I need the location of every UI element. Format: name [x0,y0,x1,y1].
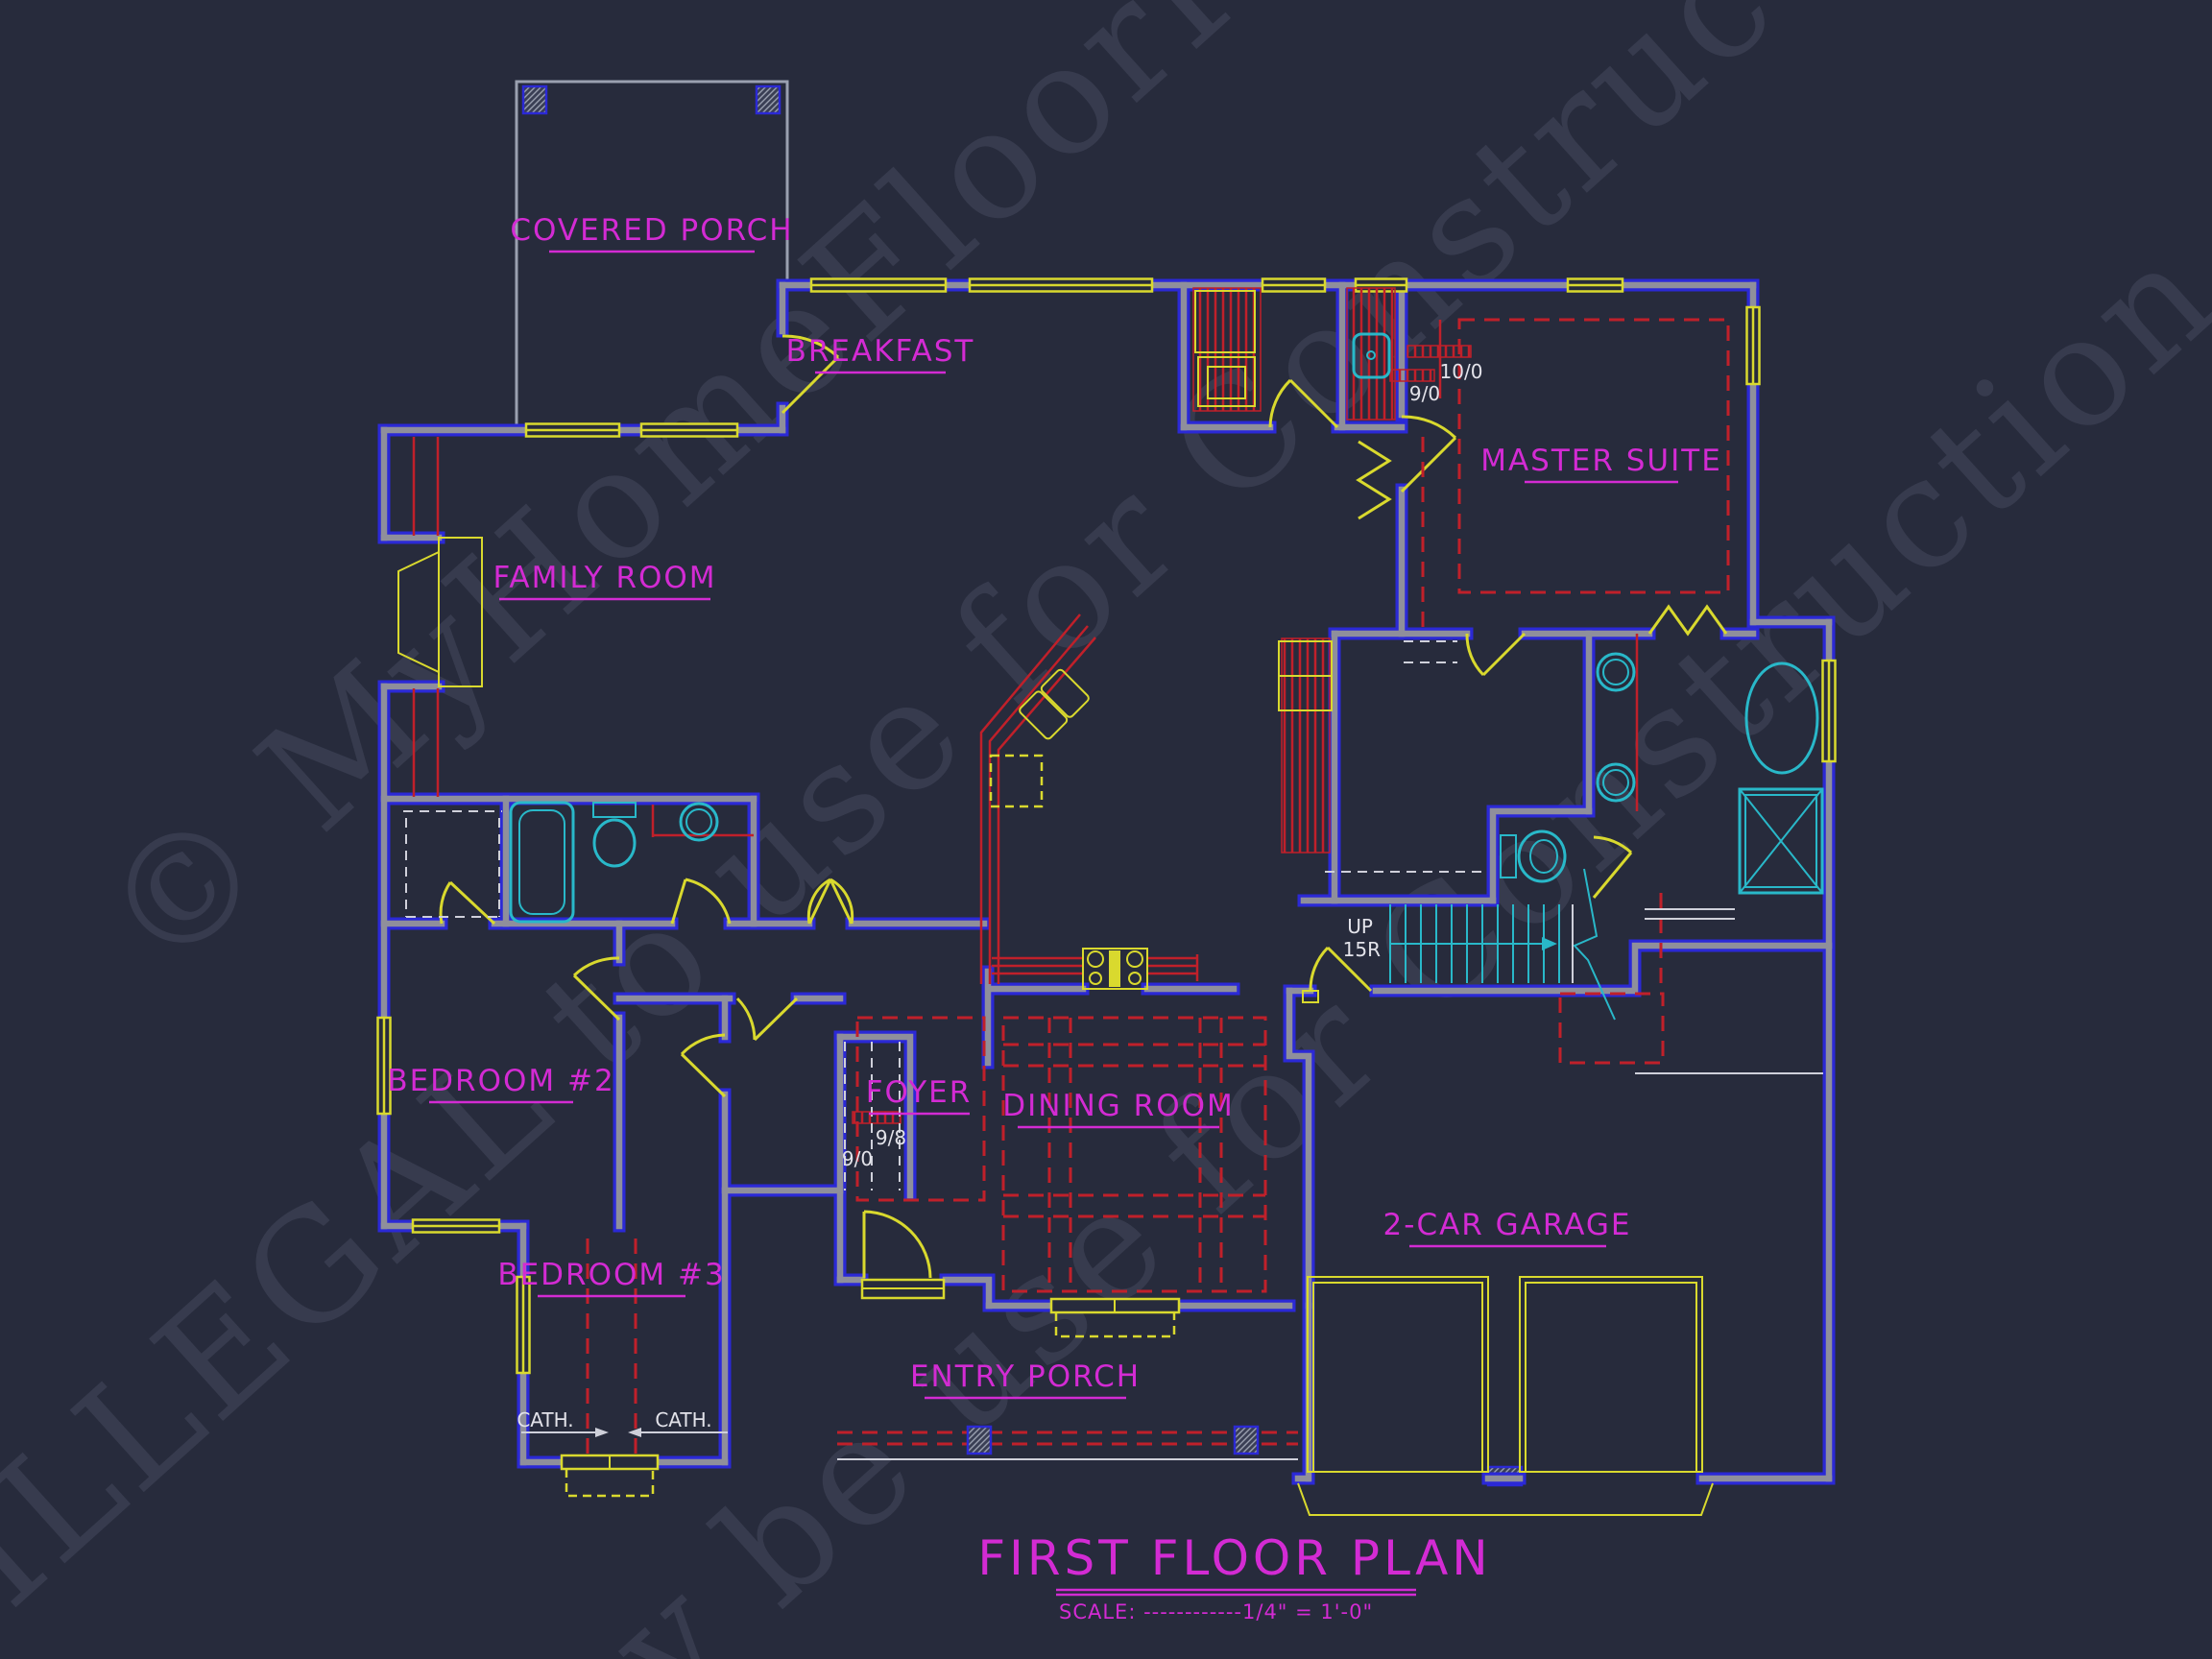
mud-bench [1645,908,1735,920]
room-labels: COVERED PORCH BREAKFAST MASTER SUITE FAM… [387,213,1722,1400]
cath-arrow-right [628,1428,728,1437]
yellow-fixtures [397,290,1714,1516]
bifold-master-closet [1647,604,1728,637]
window [516,1275,531,1375]
door-hall-closet [735,997,799,1042]
door-breakfast [781,334,840,415]
window [376,1016,392,1116]
window [968,277,1154,293]
stairs-up-label: UP [1347,915,1373,938]
porch-post [521,84,548,115]
foyer-height-9-0: 9/0 [842,1147,873,1170]
cathedral-ridge-lines [586,1238,637,1455]
window [411,1218,501,1234]
stairs-overhead [1558,992,1665,1065]
white-layer [403,640,1823,1437]
stairs [1389,868,1616,1021]
closet-bedroom2 [403,810,502,918]
fireplace [397,537,483,687]
door-front-entry [862,1210,932,1279]
door-bath-closet [439,880,496,926]
toilet-powder [1500,830,1567,883]
window [809,277,948,293]
kitchen-sink [1019,668,1090,740]
window [1261,277,1327,293]
label-master-suite: MASTER SUITE [1480,444,1722,478]
sink-pantry [1352,332,1391,379]
kitchen-cabinets [1281,637,1331,854]
garage-doors [1297,1276,1714,1516]
stairs-risers-label: 15R [1343,938,1381,961]
closet-foyer [844,1042,901,1190]
porch-post [1233,1425,1260,1455]
door-bedroom2 [572,956,621,1022]
range-cooktop [1082,948,1148,990]
double-door-bedroom2-hall [806,878,854,925]
label-entry-porch: ENTRY PORCH [910,1359,1141,1394]
label-covered-porch: COVERED PORCH [510,213,793,248]
tub-master [1744,661,1819,775]
title-block: FIRST FLOOR PLAN SCALE: ------------1/4"… [977,1530,1491,1623]
chimney-lines [412,437,440,797]
label-breakfast: BREAKFAST [786,334,975,369]
linen-shelves [1404,640,1457,663]
foyer-ceiling [855,1016,986,1202]
label-bedroom-3: BEDROOM #3 [497,1258,725,1292]
red-layer [412,287,1730,1455]
cath-label-2: CATH. [655,1408,711,1431]
doors-layer [439,334,1728,1279]
cath-arrow-left [521,1428,609,1437]
window [639,422,739,438]
door-master-suite [1400,415,1457,493]
bifold-hall-closet [1356,440,1392,520]
plate-height-mark [1389,320,1472,398]
kitchen-counter [979,613,1199,984]
door-bath2 [670,878,732,925]
porch-post [966,1425,993,1455]
plan-title: FIRST FLOOR PLAN [977,1530,1491,1586]
plate-height-9-0: 9/0 [1409,382,1440,405]
laundry-hatch [1192,287,1262,412]
sinks-master [1596,652,1636,803]
window [524,422,621,438]
label-family-room: FAMILY ROOM [493,561,716,595]
front-door-threshold [860,1278,946,1300]
foyer-height-9-8: 9/8 [876,1126,906,1149]
bay-window [560,1454,660,1498]
dining-coffered-ceiling [1001,1016,1267,1293]
plate-height-10-0: 10/0 [1440,360,1483,383]
refrigerator [1278,640,1333,711]
porch-post [755,84,781,115]
window [1821,659,1837,763]
window [1745,305,1761,386]
windows-layer [376,277,1837,1498]
door-bedroom3 [680,1033,727,1098]
label-bedroom-2: BEDROOM #2 [387,1064,614,1098]
annotation-texts: UP 15R CATH. CATH. 10/0 9/0 9/8 9/0 [517,360,1482,1431]
bathtub-bath2 [509,801,575,924]
plan-scale: SCALE: ------------1/4" = 1'-0" [1059,1600,1373,1623]
bath2-counter [651,805,754,837]
door-laundry [1268,378,1339,429]
washer-dryer [1194,290,1256,407]
toilet-bath2 [592,802,637,868]
sink-bath2 [679,802,719,842]
cath-label-1: CATH. [517,1408,573,1431]
door-garage-entry [1302,946,1373,1003]
label-garage: 2-CAR GARAGE [1383,1208,1632,1242]
label-foyer: FOYER [866,1075,973,1110]
cyan-fixtures [509,332,1824,1021]
covered-porch-structure [515,80,789,430]
bay-window [1049,1297,1181,1338]
label-dining-room: DINING ROOM [1002,1089,1235,1123]
door-powder [1592,835,1633,899]
master-tray-ceiling [1457,318,1730,594]
shower-master [1738,787,1824,895]
door-master-hall [1465,632,1527,677]
walls-core-layer [380,281,1833,1482]
kitchen-island [989,754,1044,808]
window [1566,277,1624,293]
